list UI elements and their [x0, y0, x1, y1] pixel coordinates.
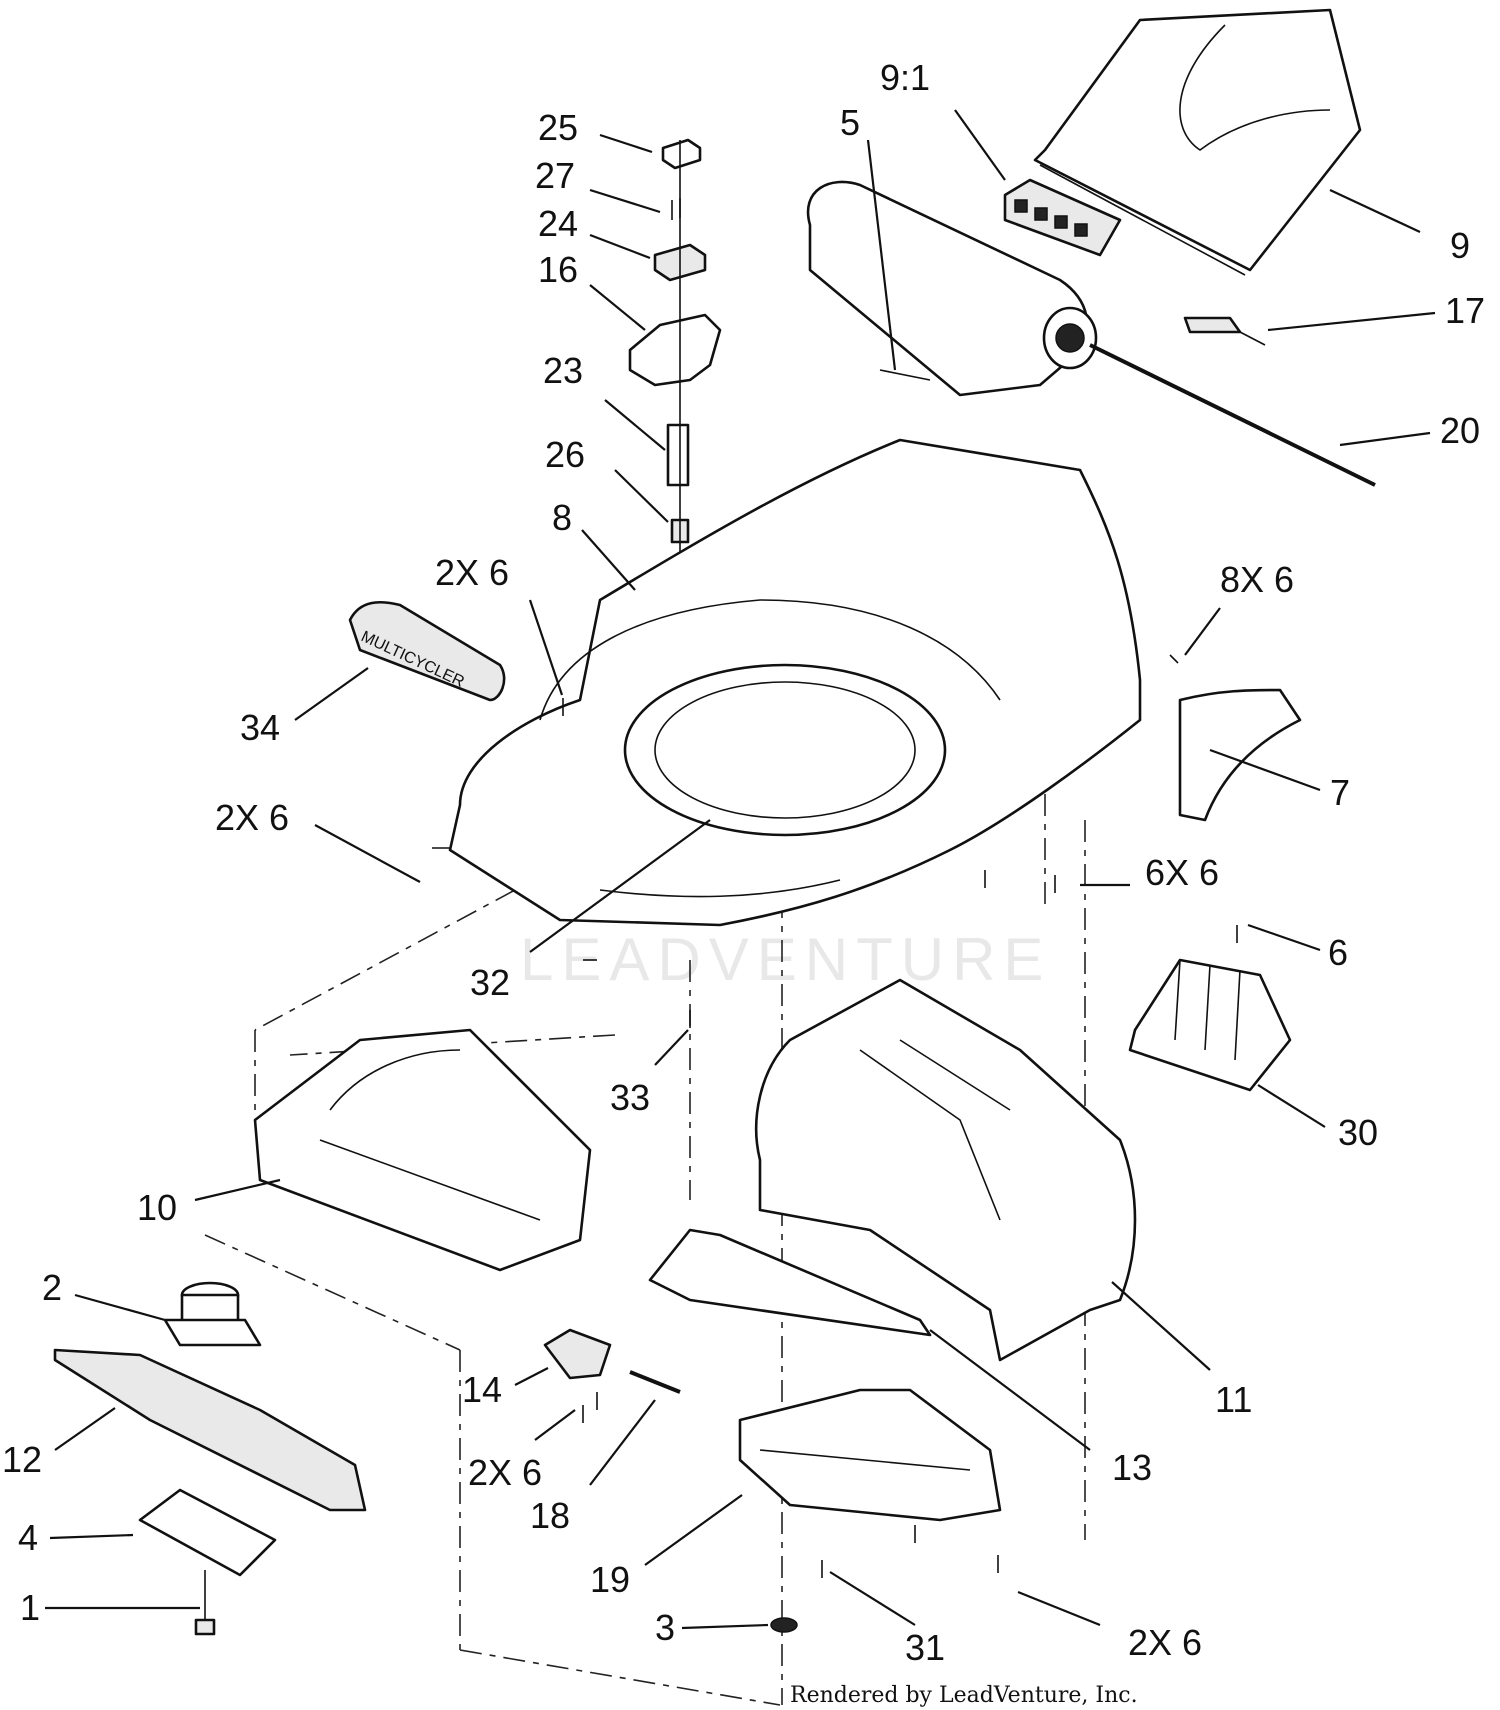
callout-25: 25: [538, 107, 578, 148]
part-12-blade: [53, 1348, 367, 1512]
callout-12: 12: [2, 1439, 42, 1480]
part-14-clip: [543, 1328, 612, 1380]
part-18-pin: [629, 1370, 681, 1394]
callout-10: 10: [137, 1187, 177, 1228]
part-30-chute: [1128, 958, 1292, 1092]
part-25-cap: [661, 138, 702, 170]
part-2-adapter: [163, 1281, 262, 1347]
part-11-baffle: [754, 978, 1137, 1362]
callout-17: 17: [1445, 290, 1485, 331]
callout-16: 16: [538, 249, 578, 290]
part-16-knob: [628, 313, 722, 387]
leader-lines: [45, 109, 1436, 1630]
callout-30: 30: [1338, 1112, 1378, 1153]
callout-2x6-d: 2X 6: [1128, 1622, 1202, 1663]
callout-9-1: 9:1: [880, 57, 930, 98]
callout-33: 33: [610, 1077, 650, 1118]
callout-3: 3: [655, 1607, 675, 1648]
credit-text: Rendered by LeadVenture, Inc.: [790, 1683, 1138, 1708]
callout-32: 32: [470, 962, 510, 1003]
callout-7: 7: [1330, 772, 1350, 813]
callout-8x6: 8X 6: [1220, 559, 1294, 600]
callout-4: 4: [18, 1517, 38, 1558]
callout-2: 2: [42, 1267, 62, 1308]
callout-23: 23: [543, 350, 583, 391]
part-9-bag-top: [1033, 8, 1362, 276]
part-9-1-decal: [1003, 178, 1122, 257]
callout-6: 6: [1328, 932, 1348, 973]
callout-31: 31: [905, 1627, 945, 1668]
part-5-rear-housing: [806, 180, 1098, 397]
callout-20: 20: [1440, 410, 1480, 451]
part-19-support: [738, 1388, 1002, 1522]
part-34-decal: MULTICYCLER: [348, 600, 506, 702]
watermark: LEADVENTURE: [520, 926, 1051, 993]
part-1-bolt: [194, 1570, 216, 1636]
callout-8: 8: [552, 497, 572, 538]
callout-24: 24: [538, 203, 578, 244]
callout-2x6-a: 2X 6: [435, 552, 509, 593]
part-7-plate: [1178, 688, 1302, 822]
part-23-lever: [666, 423, 690, 487]
callout-19: 19: [590, 1559, 630, 1600]
callout-11: 11: [1215, 1379, 1252, 1420]
callout-2x6-b: 2X 6: [215, 797, 289, 838]
callout-9: 9: [1450, 225, 1470, 266]
callout-5: 5: [840, 102, 860, 143]
part-13-rail: [648, 1228, 932, 1337]
callout-labels: 25 27 24 16 23 26 8 2X 6 34 2X 6 32 33 1…: [2, 57, 1485, 1668]
part-4-plate: [138, 1488, 277, 1577]
part-8-deck: [448, 438, 1142, 927]
callout-26: 26: [545, 434, 585, 475]
callout-6x6: 6X 6: [1145, 852, 1219, 893]
part-17-spring: [1183, 316, 1266, 346]
callout-2x6-c: 2X 6: [468, 1452, 542, 1493]
callout-14: 14: [462, 1369, 502, 1410]
screws: [432, 654, 1238, 1578]
callout-13: 13: [1112, 1447, 1152, 1488]
callout-1: 1: [20, 1587, 40, 1628]
callout-34: 34: [240, 707, 280, 748]
part-3-nut: [770, 1617, 798, 1633]
callout-27: 27: [535, 155, 575, 196]
part-10-deflector: [253, 1028, 592, 1272]
part-27-pin: [671, 198, 681, 220]
part-20-rod: [1089, 343, 1376, 487]
callout-18: 18: [530, 1495, 570, 1536]
